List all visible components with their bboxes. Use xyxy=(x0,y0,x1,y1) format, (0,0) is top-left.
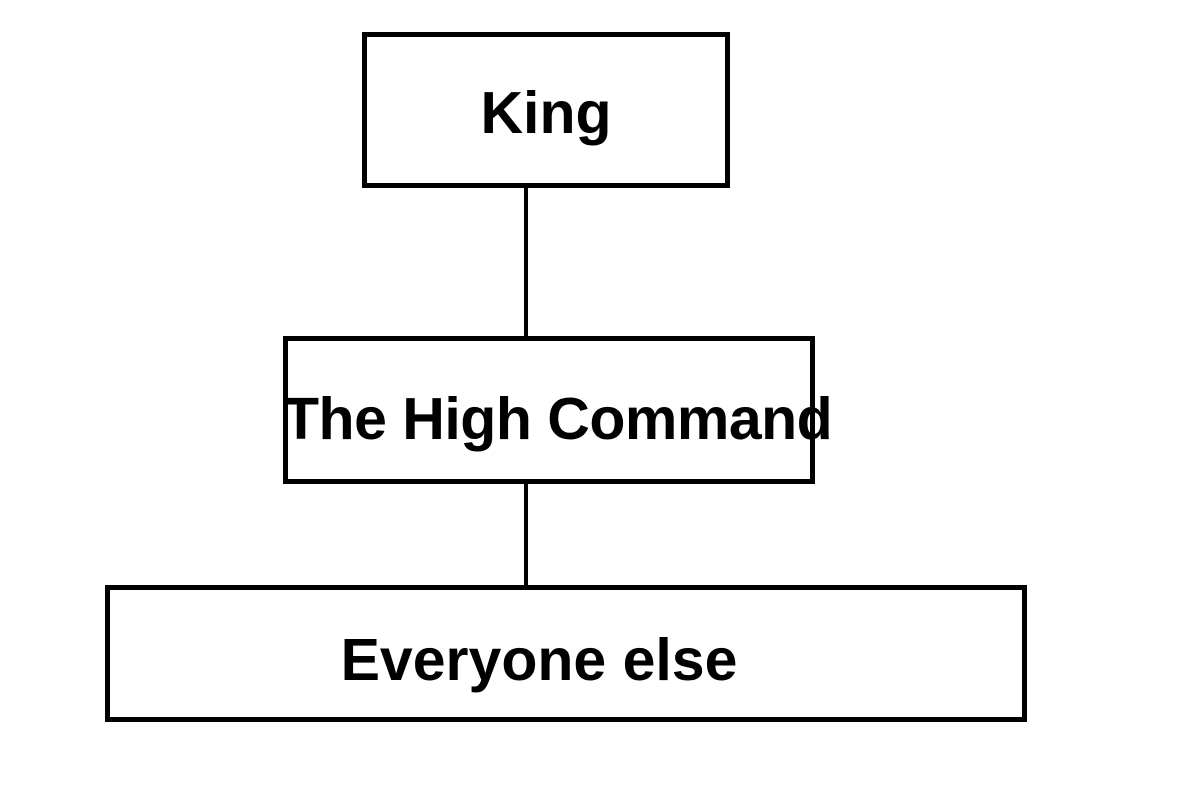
connector-high-command-to-everyone-else xyxy=(524,482,528,587)
node-king-label: King xyxy=(480,80,612,146)
node-high-command[interactable] xyxy=(283,336,815,484)
connector-king-to-high-command xyxy=(524,186,528,338)
node-everyone-else[interactable] xyxy=(105,585,1027,722)
node-king[interactable] xyxy=(362,32,730,188)
node-high-command-label: The High Command xyxy=(283,386,833,452)
node-everyone-else-label: Everyone else xyxy=(340,627,738,693)
